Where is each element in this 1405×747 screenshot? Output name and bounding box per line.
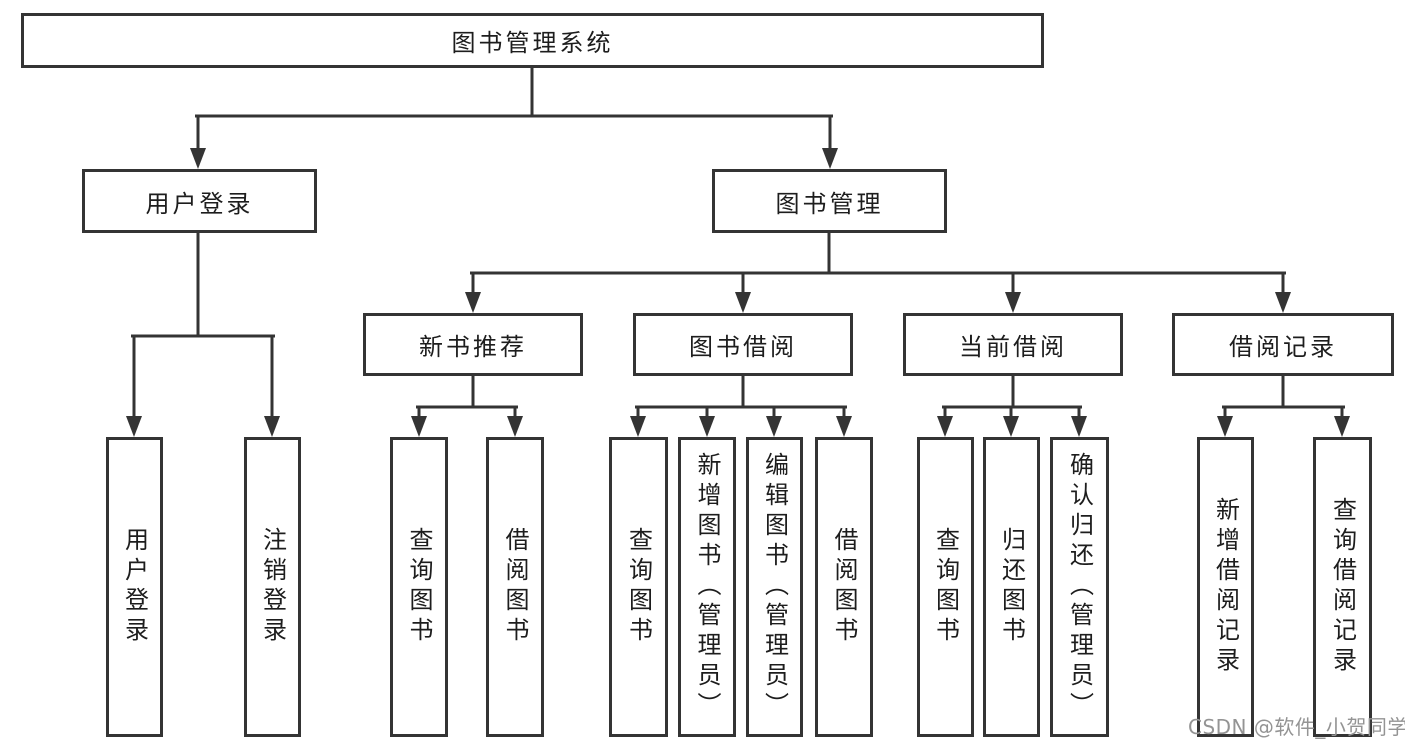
leaf-query-borrow-record: 查询借阅记录 [1313, 437, 1372, 737]
node-user-login: 用户登录 [82, 169, 317, 233]
arrowhead [766, 416, 782, 437]
connector-root-to-level2 [195, 66, 833, 162]
arrowhead [465, 292, 481, 313]
leaf-return-books: 归还图书 [983, 437, 1040, 737]
node-new-book-recommend: 新书推荐 [363, 313, 583, 376]
leaf-query-books-current: 查询图书 [917, 437, 974, 737]
arrowhead [630, 416, 646, 437]
node-book-borrow: 图书借阅 [633, 313, 853, 376]
arrowhead [411, 416, 427, 437]
leaf-edit-books-admin: 编辑图书（管理员） [746, 437, 803, 737]
node-book-management: 图书管理 [712, 169, 947, 233]
connector-book-borrow-split [635, 374, 847, 430]
arrowhead [1071, 416, 1087, 437]
arrowhead [190, 148, 206, 169]
arrowhead [836, 416, 852, 437]
node-borrow-records: 借阅记录 [1172, 313, 1394, 376]
connector-user-login-split [131, 231, 275, 430]
node-current-borrow: 当前借阅 [903, 313, 1123, 376]
node-root-system: 图书管理系统 [21, 13, 1044, 68]
arrowhead [1334, 416, 1350, 437]
arrowhead [1275, 292, 1291, 313]
leaf-borrow-books-recommend: 借阅图书 [486, 437, 544, 737]
arrowhead [699, 416, 715, 437]
arrowhead [1005, 292, 1021, 313]
leaf-query-books-recommend: 查询图书 [390, 437, 448, 737]
leaf-add-borrow-record: 新增借阅记录 [1197, 437, 1254, 737]
arrowhead [126, 416, 142, 437]
arrowhead [1003, 416, 1019, 437]
arrowhead [937, 416, 953, 437]
arrowhead [822, 148, 838, 169]
arrowhead [1217, 416, 1233, 437]
connector-book-management-split [470, 231, 1286, 306]
leaf-borrow-books: 借阅图书 [815, 437, 873, 737]
arrowhead [507, 416, 523, 437]
leaf-confirm-return-admin: 确认归还（管理员） [1050, 437, 1109, 737]
leaf-add-books-admin: 新增图书（管理员） [678, 437, 736, 737]
leaf-query-books-borrow: 查询图书 [609, 437, 668, 737]
leaf-user-login: 用户登录 [106, 437, 163, 737]
leaf-logout: 注销登录 [244, 437, 301, 737]
arrowhead [264, 416, 280, 437]
csdn-watermark: CSDN @软件_小贺同学 [1188, 715, 1405, 739]
connector-borrow-records-split [1222, 374, 1345, 430]
connector-new-book-split [416, 374, 518, 430]
arrowhead [735, 292, 751, 313]
